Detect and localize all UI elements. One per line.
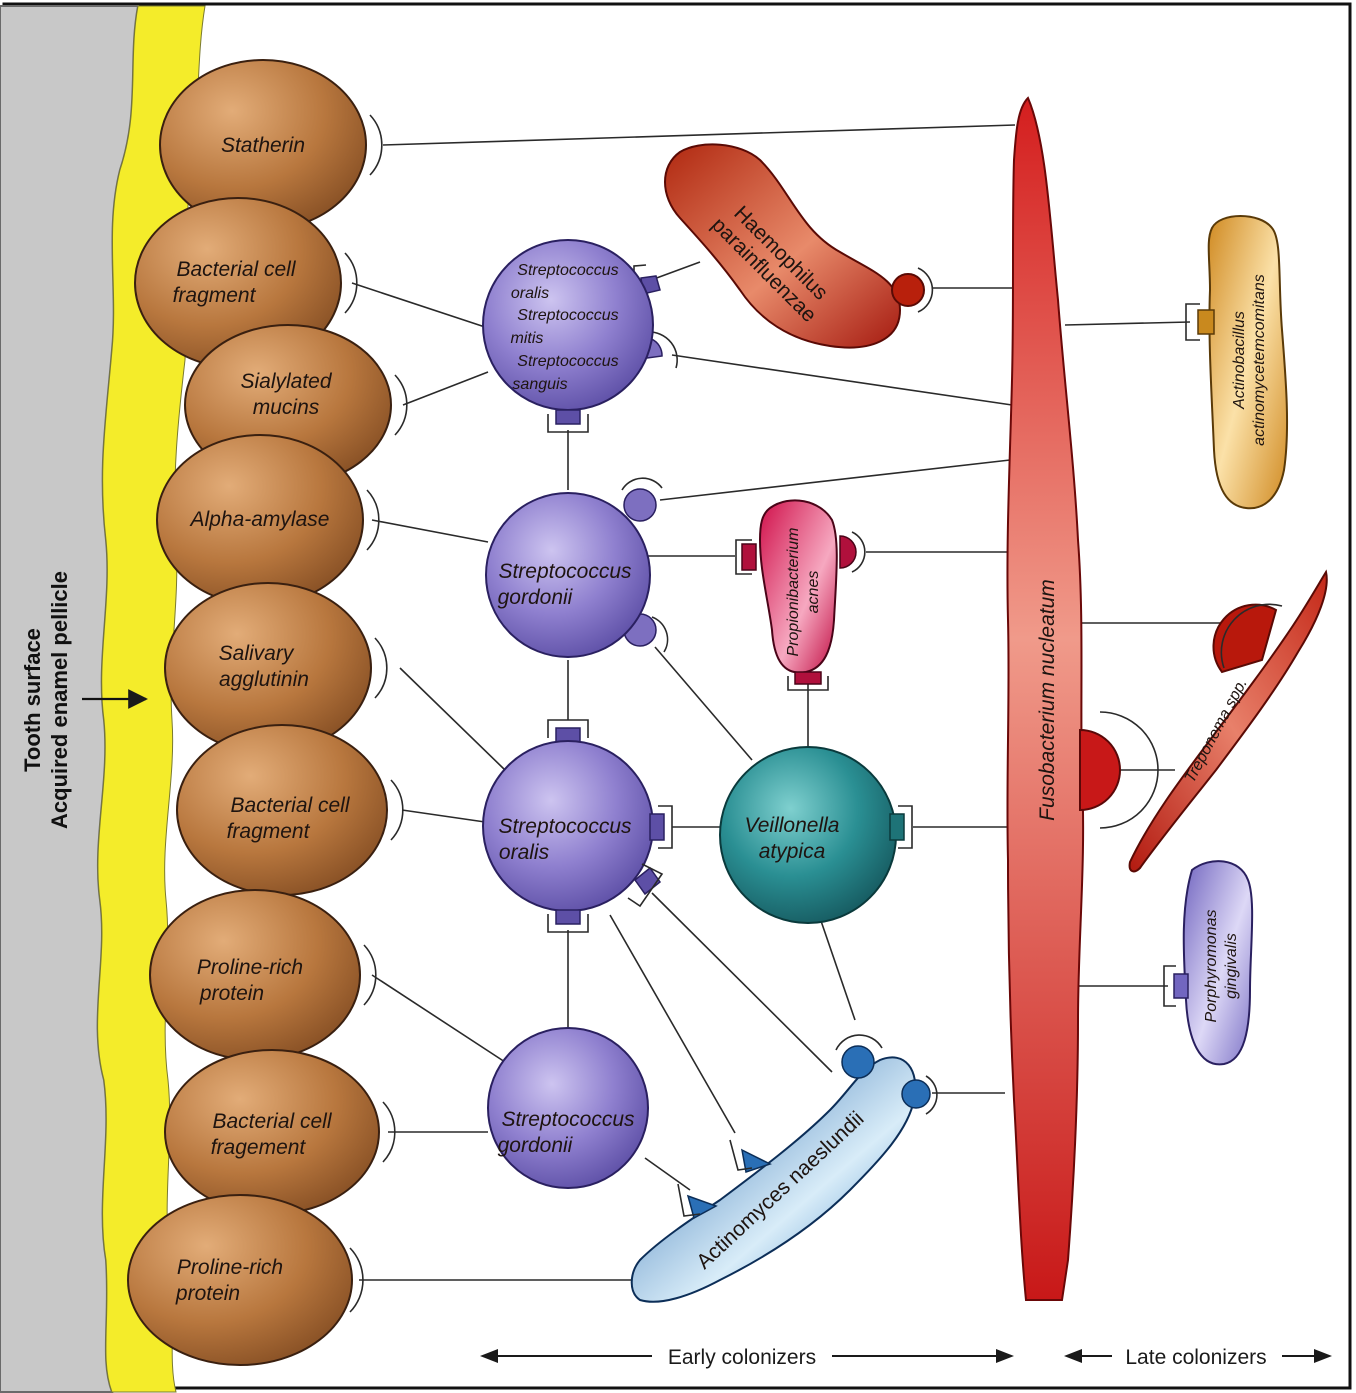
strep-gordonii-label: gordonii — [498, 586, 574, 609]
treponema-spp: Treponema spp. — [1128, 569, 1328, 873]
late-colonizers-label: Late colonizers — [1125, 1346, 1266, 1369]
strep-group-label: Streptococcus — [517, 353, 618, 370]
actinobacillus-label: actinomycetemcomitans — [1251, 274, 1268, 446]
early-colonizers-axis: Early colonizers — [480, 1346, 1014, 1369]
component-label: Bacterial cell — [176, 258, 296, 281]
adhesion-links — [351, 124, 1222, 1281]
component-label: fragment — [227, 820, 311, 843]
component-label: fragement — [211, 1136, 307, 1159]
component-label: Alpha-amylase — [189, 508, 330, 531]
porphyromonas-label: Porphyromonas — [1203, 910, 1220, 1023]
strep-oralis-label: oralis — [499, 841, 550, 864]
component-label: Bacterial cell — [212, 1110, 332, 1133]
veillonella-label: atypica — [759, 840, 826, 863]
early-colonizers-label: Early colonizers — [668, 1346, 816, 1369]
strep-group-label: Streptococcus — [517, 307, 618, 324]
component-label: fragment — [173, 284, 257, 307]
component-label: agglutinin — [219, 668, 309, 691]
streptococcus-oralis-mitis-sanguis: Streptococcus oralis Streptococcus mitis… — [482, 239, 678, 433]
strep-group-label: oralis — [511, 285, 549, 302]
propionibacterium-label: acnes — [805, 571, 822, 614]
component-label: protein — [175, 1282, 240, 1305]
component-label: protein — [199, 982, 264, 1005]
veillonella-atypica: Veillonella atypica — [719, 746, 913, 924]
actinobacillus-actinomycetemcomitans: Actinobacillus actinomycetemcomitans — [1185, 215, 1289, 510]
strep-gordonii-label: Streptococcus — [498, 560, 632, 583]
component-label: Bacterial cell — [230, 794, 350, 817]
component-salivary-agglutinin: Salivary agglutinin — [164, 582, 388, 754]
strep-group-label: mitis — [511, 330, 544, 347]
component-proline-rich-protein-1: Proline-rich protein — [149, 889, 377, 1061]
component-bacterial-cell-fragement: Bacterial cell fragement — [164, 1049, 396, 1215]
component-label: Proline-rich — [197, 956, 303, 979]
strep-oralis-label: Streptococcus — [498, 815, 632, 838]
fusobacterium-label: Fusobacterium nucleatum — [1036, 579, 1059, 821]
strep-group-label: Streptococcus — [517, 262, 618, 279]
fusobacterium-nucleatum: Fusobacterium nucleatum — [1006, 96, 1159, 1301]
propionibacterium-label: Propionibacterium — [785, 528, 802, 657]
haemophilus-parainfluenzae: Haemophilus parainfluenzae — [664, 143, 934, 349]
strep-gordonii-label: gordonii — [498, 1134, 574, 1157]
component-label: Proline-rich — [177, 1256, 283, 1279]
strep-gordonii-label: Streptococcus — [501, 1108, 635, 1131]
side-label-pellicle: Acquired enamel pellicle — [47, 571, 72, 829]
streptococcus-gordonii-upper: Streptococcus gordonii — [485, 477, 669, 658]
veillonella-label: Veillonella — [745, 814, 840, 837]
propionibacterium-acnes: Propionibacterium acnes — [735, 499, 866, 691]
component-label: Sialylated — [240, 370, 332, 393]
strep-group-label: sanguis — [512, 376, 567, 393]
component-label: Statherin — [221, 134, 305, 157]
streptococcus-oralis: Streptococcus oralis — [482, 719, 673, 933]
side-label-tooth-surface: Tooth surface — [20, 628, 45, 772]
component-label: mucins — [253, 396, 320, 419]
actinomyces-naeslundii: Actinomyces naeslundii — [630, 1034, 938, 1303]
streptococcus-gordonii-lower: Streptococcus gordonii — [487, 1027, 649, 1189]
porphyromonas-label: gingivalis — [1223, 933, 1240, 999]
pellicle-components: Statherin Bacterial cell fragment Sialyl… — [127, 59, 408, 1366]
actinobacillus-label: Actinobacillus — [1231, 311, 1248, 410]
component-label: Salivary — [219, 642, 295, 665]
porphyromonas-gingivalis: Porphyromonas gingivalis — [1163, 860, 1254, 1066]
late-colonizers-axis: Late colonizers — [1064, 1346, 1332, 1369]
component-proline-rich-protein-2: Proline-rich protein — [127, 1194, 364, 1366]
component-bacterial-cell-fragment-2: Bacterial cell fragment — [176, 724, 404, 896]
